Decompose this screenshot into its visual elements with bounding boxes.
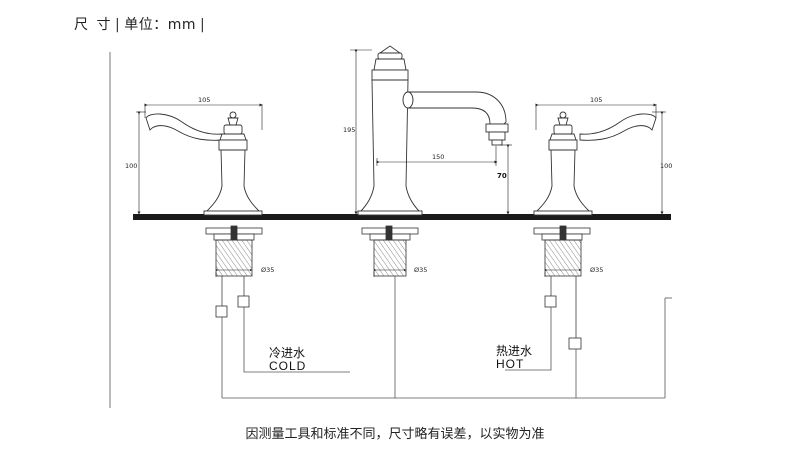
dim-spout-clearance: 70 — [497, 172, 507, 180]
right-handle — [533, 111, 657, 216]
spout — [357, 45, 509, 216]
cold-label-cn: 冷进水 — [269, 346, 305, 360]
dimension-title: 尺寸|单位：mm| — [74, 17, 206, 33]
right-mount — [533, 225, 591, 350]
dim-spout-height: 195 — [343, 126, 355, 134]
dim-center-diameter: Ø35 — [414, 266, 427, 274]
hot-leader — [505, 307, 552, 371]
dim-right-height: 100 — [660, 162, 672, 170]
dim-left-height: 100 — [125, 162, 137, 170]
title-char-1: 尺 — [74, 17, 89, 33]
title-char-2: 寸 — [96, 17, 111, 33]
footer-note: 因测量工具和标准不同，尺寸略有误差，以实物为准 — [245, 427, 545, 442]
cold-leader — [243, 307, 350, 373]
unit-label: 单位：mm — [124, 17, 196, 33]
hot-label-en: HOT — [496, 357, 524, 371]
dim-left-width: 105 — [198, 96, 210, 104]
cold-label-en: COLD — [269, 359, 306, 373]
left-mount — [205, 225, 263, 318]
dim-left-diameter: Ø35 — [261, 266, 274, 274]
dim-right-width: 105 — [590, 96, 602, 104]
countertop — [133, 214, 671, 220]
dim-right-diameter: Ø35 — [590, 266, 603, 274]
spout-mount — [361, 225, 419, 277]
dim-spout-reach: 150 — [432, 153, 444, 161]
hot-label-cn: 热进水 — [496, 344, 532, 358]
left-handle — [145, 111, 263, 216]
